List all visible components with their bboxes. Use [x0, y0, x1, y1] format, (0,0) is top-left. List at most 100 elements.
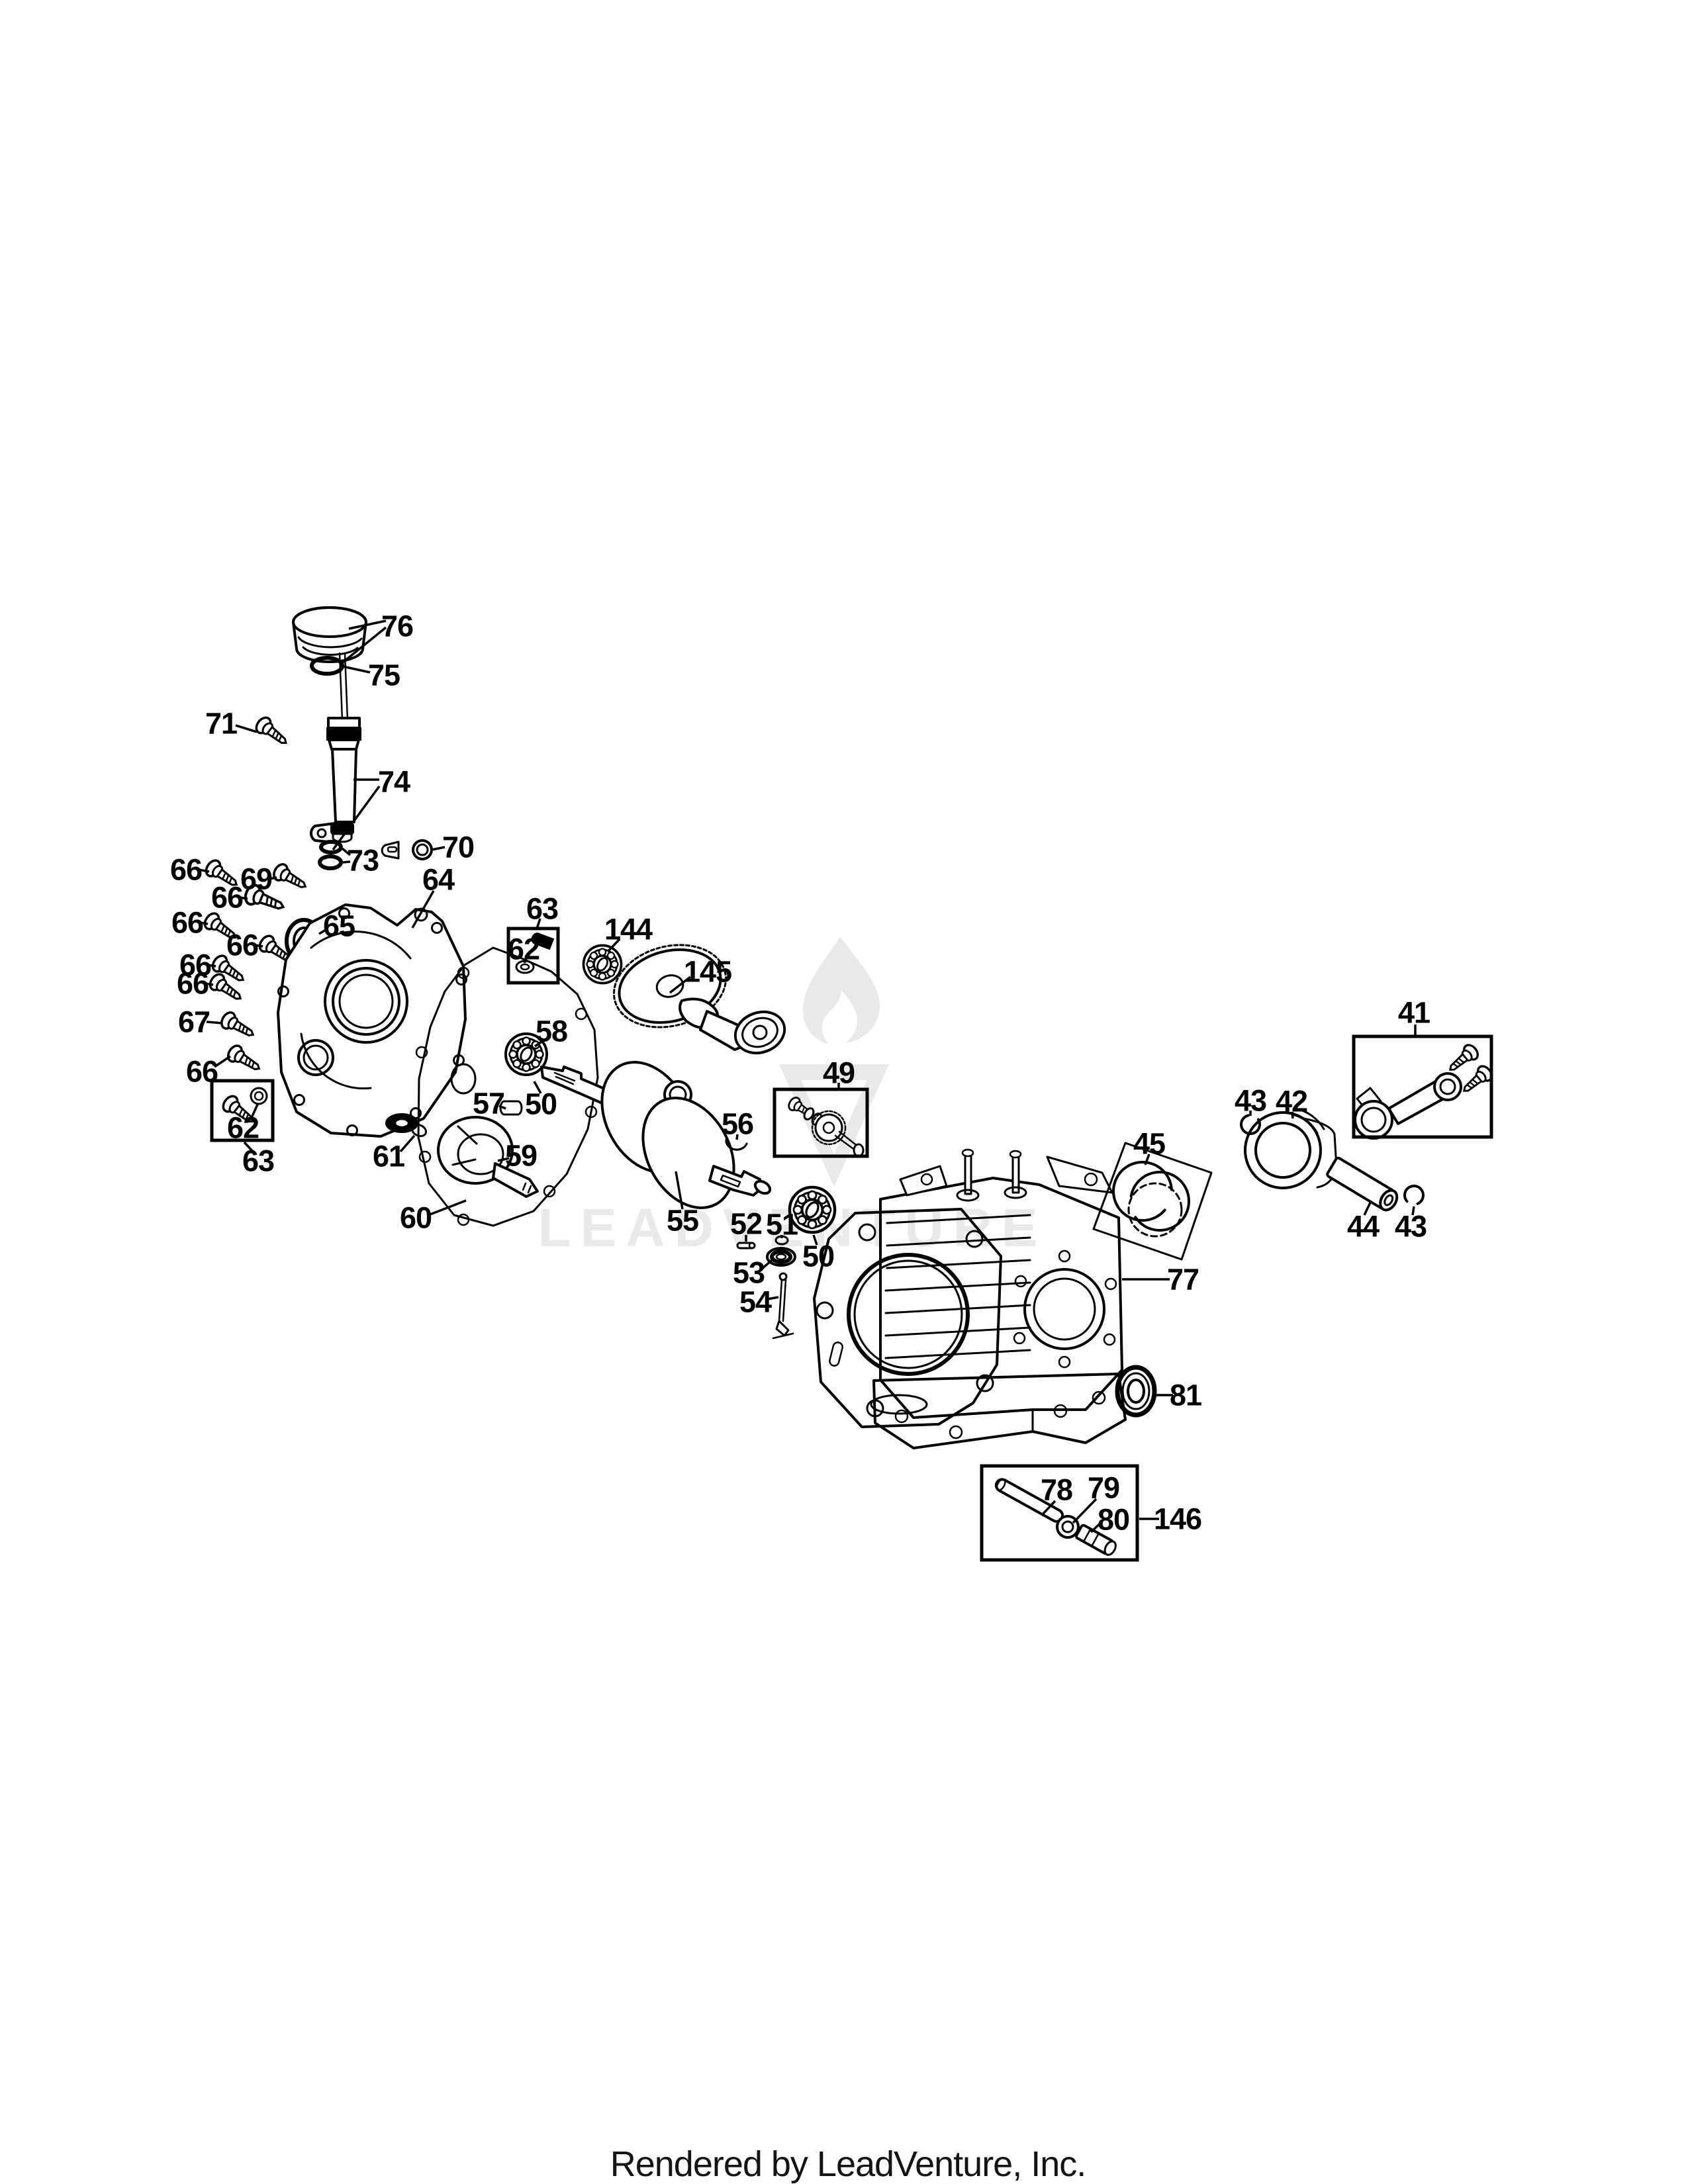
tube-o-rings	[318, 840, 343, 870]
leader-line-57	[498, 1105, 506, 1110]
callout-57: 57	[473, 1087, 504, 1120]
callout-43: 43	[1395, 1210, 1427, 1244]
leader-line-75	[342, 665, 371, 674]
callout-78: 78	[1041, 1473, 1072, 1507]
circlip-43-a	[1240, 1114, 1261, 1135]
callout-49: 49	[823, 1056, 855, 1090]
dowel-pin-57	[499, 1100, 523, 1116]
cap-o-ring	[310, 656, 344, 676]
leader-line-70	[431, 846, 445, 851]
leadventure-watermark: LEADVENTURE	[538, 936, 1038, 1258]
leader-line-66	[198, 868, 210, 873]
oil-seal-81	[1115, 1365, 1157, 1418]
leader-line-76	[348, 619, 387, 630]
callout-66: 66	[211, 881, 243, 915]
callout-66: 66	[177, 967, 209, 1001]
camshaft	[612, 944, 786, 1055]
callout-50: 50	[525, 1087, 557, 1121]
leader-line-71	[235, 724, 258, 733]
callout-62: 62	[227, 1111, 259, 1145]
callout-67: 67	[178, 1005, 210, 1039]
connecting-rod	[1354, 1041, 1496, 1140]
leader-line-63	[536, 918, 541, 929]
callout-41: 41	[1398, 996, 1430, 1030]
rendered-by-credit: Rendered by LeadVenture, Inc.	[610, 2144, 1086, 2184]
leader-line-144	[606, 938, 621, 953]
callout-60: 60	[400, 1201, 432, 1235]
callout-69: 69	[240, 862, 272, 896]
leader-line-74	[332, 785, 381, 851]
leader-line-62	[522, 958, 526, 964]
leader-line-43	[1411, 1206, 1415, 1216]
v-monogram-icon	[779, 1064, 889, 1187]
callout-145: 145	[684, 955, 731, 989]
piston-pin	[1326, 1156, 1399, 1212]
leader-line-78	[1042, 1500, 1056, 1515]
callout-66: 66	[170, 853, 202, 887]
group-box-62-63-right	[506, 927, 560, 985]
leader-line-50	[812, 1234, 818, 1246]
callout-74: 74	[378, 765, 410, 799]
leader-line-80	[1090, 1521, 1103, 1533]
leader-line-66	[207, 964, 216, 968]
callout-66: 66	[179, 948, 211, 982]
group-box-41	[1352, 1034, 1493, 1139]
callout-144: 144	[604, 913, 653, 946]
leader-line-58	[534, 1039, 544, 1048]
callout-71: 71	[205, 707, 237, 741]
callout-45: 45	[1133, 1127, 1165, 1161]
leader-line-66	[239, 896, 248, 900]
callout-76: 76	[381, 610, 413, 643]
callout-61: 61	[373, 1140, 404, 1173]
leader-line-65	[318, 928, 328, 935]
governor-gear-assembly	[785, 1094, 865, 1158]
callout-58: 58	[536, 1015, 567, 1048]
callout-80: 80	[1098, 1503, 1129, 1537]
leader-line-59	[497, 1157, 510, 1162]
hose-clamp	[381, 839, 433, 860]
callout-56: 56	[722, 1107, 753, 1141]
circlip-43-b	[1403, 1185, 1425, 1206]
callout-53: 53	[733, 1256, 765, 1290]
callout-42: 42	[1276, 1085, 1307, 1118]
callout-66: 66	[226, 929, 258, 962]
callout-43: 43	[1235, 1084, 1266, 1118]
leader-line-44	[1363, 1201, 1372, 1216]
callout-52: 52	[730, 1207, 762, 1241]
callout-65: 65	[323, 909, 355, 943]
callout-79: 79	[1088, 1471, 1119, 1505]
leader-line-53	[760, 1259, 773, 1271]
grommet-53	[766, 1247, 796, 1267]
callout-66: 66	[171, 906, 203, 940]
group-box-62-63-left	[210, 1079, 275, 1142]
leader-line-79	[1072, 1498, 1098, 1524]
flame-icon	[802, 936, 880, 1044]
breather-tube-54	[772, 1272, 794, 1340]
crankcase-cylinder-block	[872, 1148, 1127, 1449]
oil-fill-cap	[292, 606, 367, 721]
callout-63: 63	[242, 1144, 274, 1178]
callout-75: 75	[368, 659, 400, 692]
piston-ring-set	[1092, 1142, 1213, 1261]
leader-line-60	[428, 1199, 467, 1216]
leader-line-61	[399, 1134, 416, 1153]
pin-52	[736, 1242, 756, 1250]
oil-dipstick-tube	[310, 717, 361, 844]
crankshaft	[540, 1061, 772, 1209]
callout-77: 77	[1167, 1263, 1199, 1297]
leader-line-45	[1144, 1154, 1150, 1165]
o-ring-61	[410, 1123, 428, 1138]
callout-51: 51	[766, 1208, 798, 1242]
drain-plug-set-left	[219, 1087, 268, 1130]
callout-63: 63	[526, 892, 558, 926]
callout-62: 62	[508, 933, 539, 966]
leader-line-50	[533, 1081, 542, 1094]
leader-line-63	[243, 1141, 255, 1154]
callout-50: 50	[802, 1240, 834, 1273]
leader-line-66	[254, 944, 263, 948]
part-group-boxes	[210, 927, 1493, 1562]
group-box-146	[980, 1464, 1139, 1562]
